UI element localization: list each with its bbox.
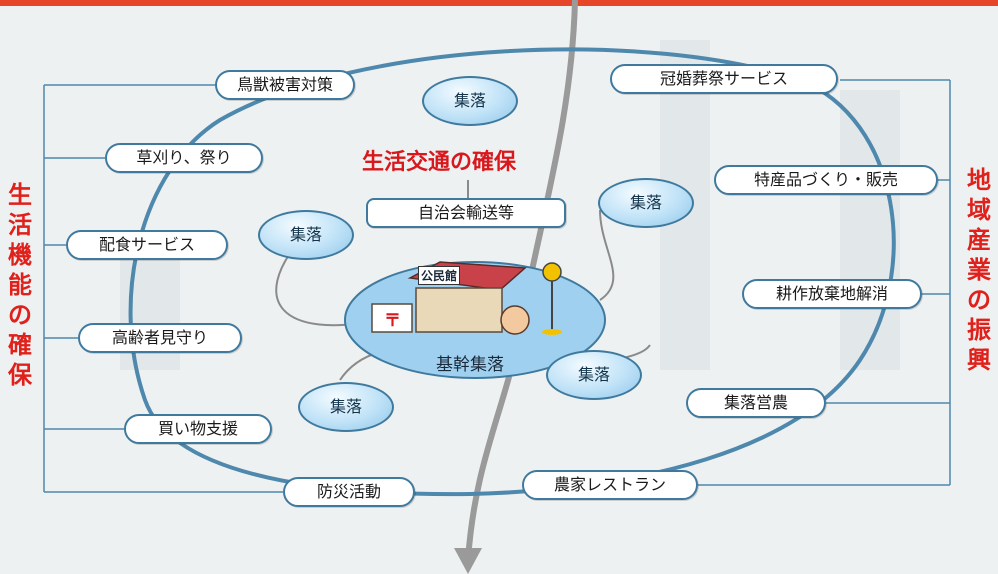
item-ceremony-service: 冠婚葬祭サービス [610, 64, 838, 94]
right-title-char: 域 [967, 196, 991, 224]
right-title-char: 業 [967, 256, 991, 284]
road-arrow [454, 548, 482, 574]
left-title-char: 能 [8, 271, 32, 299]
right-title-char: 地 [967, 166, 991, 194]
bus-stop-base [542, 329, 562, 335]
item-specialty-products: 特産品づくり・販売 [714, 165, 938, 195]
item-farm-restaurant: 農家レストラン [522, 470, 698, 500]
settlement-node: 集落 [258, 210, 354, 260]
item-shopping-support: 買い物支援 [124, 414, 272, 444]
core-post-mark: 〒 [384, 311, 401, 331]
bus-stop-sign [542, 262, 562, 282]
left-title-char: の [8, 301, 32, 329]
settlement-node: 集落 [298, 382, 394, 432]
left-title: 生 活 機 能 の 確 保 [5, 180, 35, 390]
person-face [500, 305, 530, 335]
right-title-char: 興 [967, 346, 991, 374]
item-abandoned-farmland: 耕作放棄地解消 [742, 279, 922, 309]
link-top-right [599, 209, 615, 301]
right-title: 地 域 産 業 の 振 興 [964, 165, 994, 375]
left-title-char: 機 [8, 241, 32, 269]
settlement-node: 集落 [546, 350, 642, 400]
outer-ring [128, 47, 896, 497]
right-title-char: の [967, 286, 991, 314]
core-label: 基幹集落 [436, 355, 504, 375]
item-elderly-watch: 高齢者見守り [78, 323, 242, 353]
bg-bar-2 [840, 90, 900, 370]
settlement-node: 集落 [598, 178, 694, 228]
item-wildlife-damage: 鳥獣被害対策 [215, 70, 355, 100]
item-meal-delivery: 配食サービス [66, 230, 228, 260]
right-title-char: 産 [967, 226, 991, 254]
settlement-node: 集落 [422, 76, 518, 126]
center-box: 自治会輸送等 [366, 198, 566, 228]
top-border [0, 0, 998, 6]
item-disaster-prevention: 防災活動 [283, 477, 415, 507]
left-title-char: 生 [8, 181, 32, 209]
left-title-char: 確 [8, 331, 32, 359]
center-heading: 生活交通の確保 [362, 150, 517, 175]
core-hall-sign: 公民館 [418, 266, 461, 285]
right-title-char: 振 [967, 316, 991, 344]
post-box [371, 303, 413, 333]
hall-wall [415, 287, 503, 333]
item-community-farming: 集落営農 [686, 388, 826, 418]
item-mowing-festivals: 草刈り、祭り [105, 143, 263, 173]
left-title-char: 保 [8, 361, 32, 389]
left-title-char: 活 [8, 211, 32, 239]
